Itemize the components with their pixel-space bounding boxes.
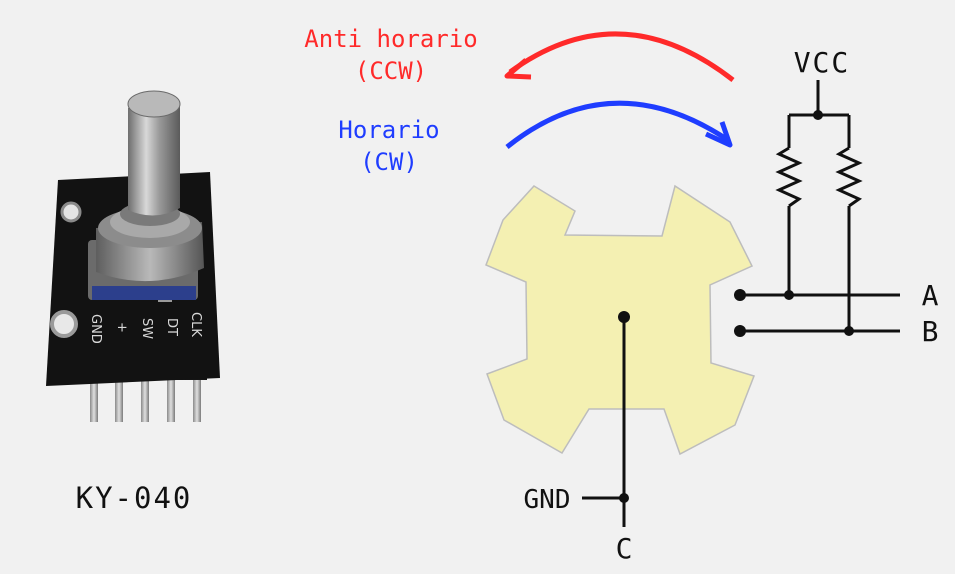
ccw-arrowhead [504,58,532,80]
common-label: C [616,532,633,565]
gnd-label: GND [524,485,571,515]
cw-label: Horario [338,116,439,144]
resistor-b [835,146,863,208]
cw-abbr: (CW) [360,148,418,176]
pin-label-plus: + [114,322,129,333]
ccw-arrow [508,31,735,82]
pin-label-gnd: GND [88,314,103,344]
pin-label-clk: CLK [188,312,203,337]
encoder-shaft [128,96,180,216]
pin-label-sw: SW [139,318,154,339]
module-name: KY-040 [76,481,193,515]
ccw-abbr: (CCW) [355,57,427,85]
resistor-a [775,146,803,208]
output-a-label: A [922,279,939,312]
cw-arrowhead [704,121,733,148]
pin-label-dt: DT [164,318,179,336]
ccw-label: Anti horario [304,25,477,53]
output-b-label: B [922,315,939,348]
mount-hole-top [60,201,82,223]
vcc-label: VCC [794,46,851,79]
ky040-module-illustration: GND + SW DT CLK [46,90,220,422]
schematic-nodes [618,110,854,503]
cw-arrow [505,100,730,149]
mount-hole-bottom [50,310,78,338]
